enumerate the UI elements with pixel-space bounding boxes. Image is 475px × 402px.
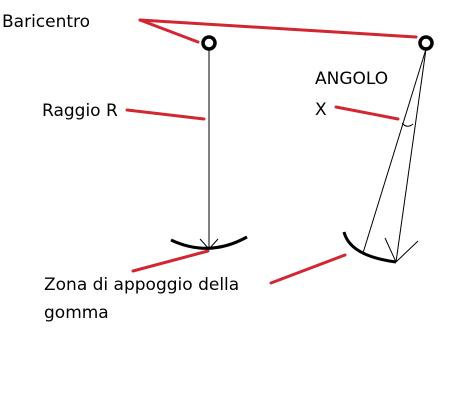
- angolo-x-label: X: [315, 100, 327, 120]
- gomma-label: gomma: [44, 303, 109, 323]
- tilted-line-b: [395, 48, 427, 263]
- contact-patch-right: [342, 231, 397, 264]
- zona-leader-left: [131, 249, 210, 273]
- contact-patch-left: [170, 235, 248, 250]
- tick-right: [395, 240, 419, 263]
- baricentro-leader-left: [138, 18, 200, 44]
- right-wheel: [342, 35, 434, 264]
- barycenter-marker-right: [418, 35, 434, 51]
- angle-arc: [401, 122, 414, 127]
- angolo-label: ANGOLO: [315, 69, 388, 89]
- leader-lines: [125, 18, 418, 285]
- zona-leader-right: [269, 253, 347, 285]
- raggio-leader: [125, 108, 206, 121]
- barycenter-marker-left: [201, 35, 217, 51]
- tick-left: [384, 237, 397, 263]
- tilted-line-a: [362, 48, 427, 254]
- zona-label: Zona di appoggio della: [44, 275, 239, 295]
- angolo-leader: [334, 105, 400, 121]
- baricentro-label: Baricentro: [2, 12, 90, 32]
- raggio-label: Raggio R: [42, 101, 118, 121]
- baricentro-leader-right: [138, 18, 418, 39]
- left-wheel: [170, 35, 248, 250]
